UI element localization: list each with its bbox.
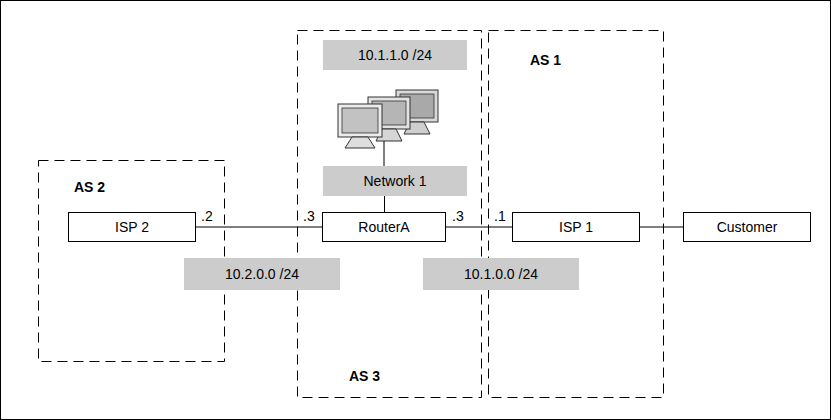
subnet-label: 10.1.0.0 /24 <box>423 258 579 290</box>
box-label: 10.1.1.0 /24 <box>358 47 432 63</box>
region-heading: AS 3 <box>349 368 380 384</box>
link-line <box>196 227 322 228</box>
device-box: RouterA <box>322 212 446 242</box>
device-box: ISP 2 <box>68 212 196 242</box>
subnet-label: 10.2.0.0 /24 <box>184 258 340 290</box>
address-suffix: .3 <box>303 208 315 224</box>
box-label: 10.2.0.0 /24 <box>225 266 299 282</box>
address-suffix: .3 <box>452 208 464 224</box>
monitor-screen <box>342 108 378 133</box>
link-line <box>446 227 512 228</box>
region-heading: AS 2 <box>74 179 105 195</box>
box-label: ISP 1 <box>559 219 593 235</box>
box-label: ISP 2 <box>115 219 149 235</box>
link-line <box>384 196 385 212</box>
address-suffix-holder: .3 <box>452 207 464 225</box>
icon-wire <box>384 141 385 166</box>
monitor <box>338 104 382 137</box>
as-region: AS 1 ISP 1 <box>488 30 664 398</box>
box-label: Network 1 <box>363 173 426 189</box>
monitor-base <box>345 137 375 148</box>
link-line <box>640 227 683 228</box>
region-heading: AS 1 <box>530 52 561 68</box>
address-suffix: .1 <box>494 208 506 224</box>
computer-icon <box>338 90 438 148</box>
dashed-border <box>298 31 482 398</box>
address-suffix-holder: .1 <box>494 207 506 225</box>
subnet-label: 10.1.1.0 /24 <box>323 40 467 70</box>
address-suffix: .2 <box>201 208 213 224</box>
address-suffix-holder: .3 <box>303 207 315 225</box>
box-label: Customer <box>717 219 778 235</box>
subnet-label: Network 1 <box>323 166 467 196</box>
box-label: 10.1.0.0 /24 <box>464 266 538 282</box>
device-box: ISP 1 <box>512 212 640 242</box>
dashed-border <box>489 31 664 398</box>
box-label: RouterA <box>358 219 409 235</box>
address-suffix-holder: .2 <box>201 207 213 225</box>
device-box: Customer <box>683 212 811 242</box>
